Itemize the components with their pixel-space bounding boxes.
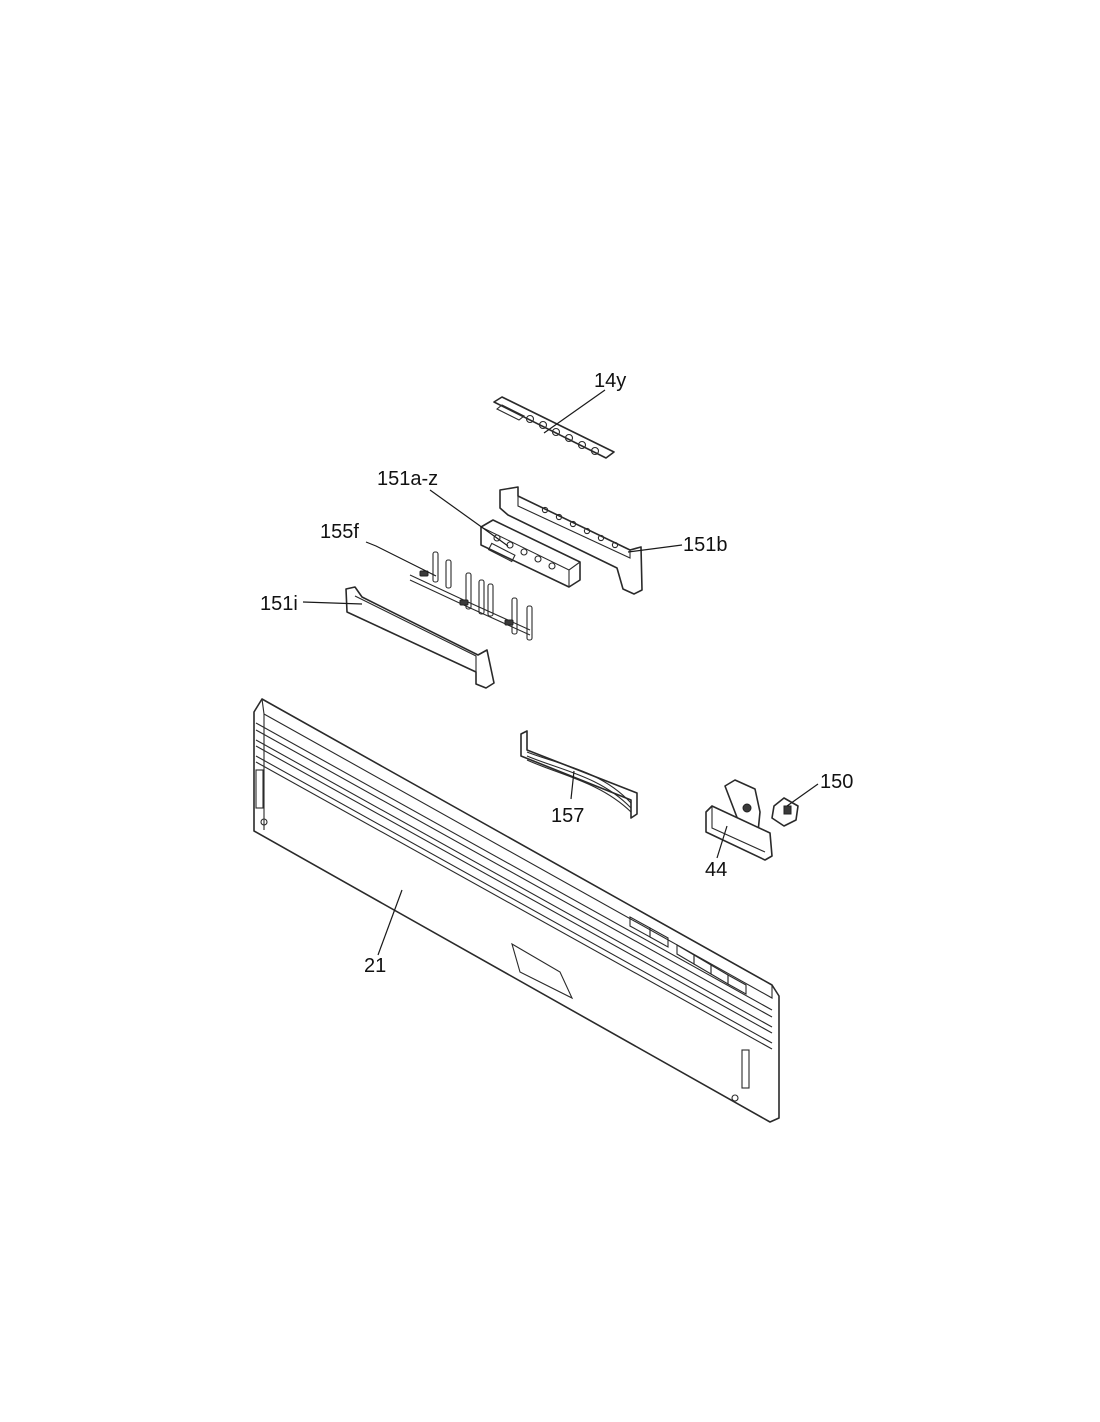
leader-44 [716,825,728,859]
leader-150 [786,783,819,807]
callout-151i: 151i [260,593,298,615]
callout-44: 44 [705,859,727,881]
part-150-switch [771,797,799,827]
callout-14y: 14y [594,370,626,392]
callout-21: 21 [364,955,386,977]
leader-lines [302,389,819,956]
part-14y-button-strip [493,396,615,459]
callout-150: 150 [820,771,853,793]
part-151b-bracket [499,486,643,595]
leader-21 [377,889,403,956]
part-151i-lower-bracket [345,586,495,689]
leader-14y [543,389,606,434]
callout-157: 157 [551,805,584,827]
part-157-ribbon-cable [520,730,638,819]
leader-151a-z [429,489,509,547]
leader-151b [627,544,683,553]
callout-155f: 155f [320,521,359,543]
part-44-door-latch [705,779,773,861]
part-21-control-panel [253,698,780,1123]
callout-151a-z: 151a-z [377,468,438,490]
leader-151i [302,601,363,605]
leader-157 [570,770,575,800]
part-155f-switch-pins [409,551,533,641]
part-151a-z-circuit-board [480,519,581,588]
callout-151b: 151b [683,534,728,556]
leader-155f [365,541,437,577]
